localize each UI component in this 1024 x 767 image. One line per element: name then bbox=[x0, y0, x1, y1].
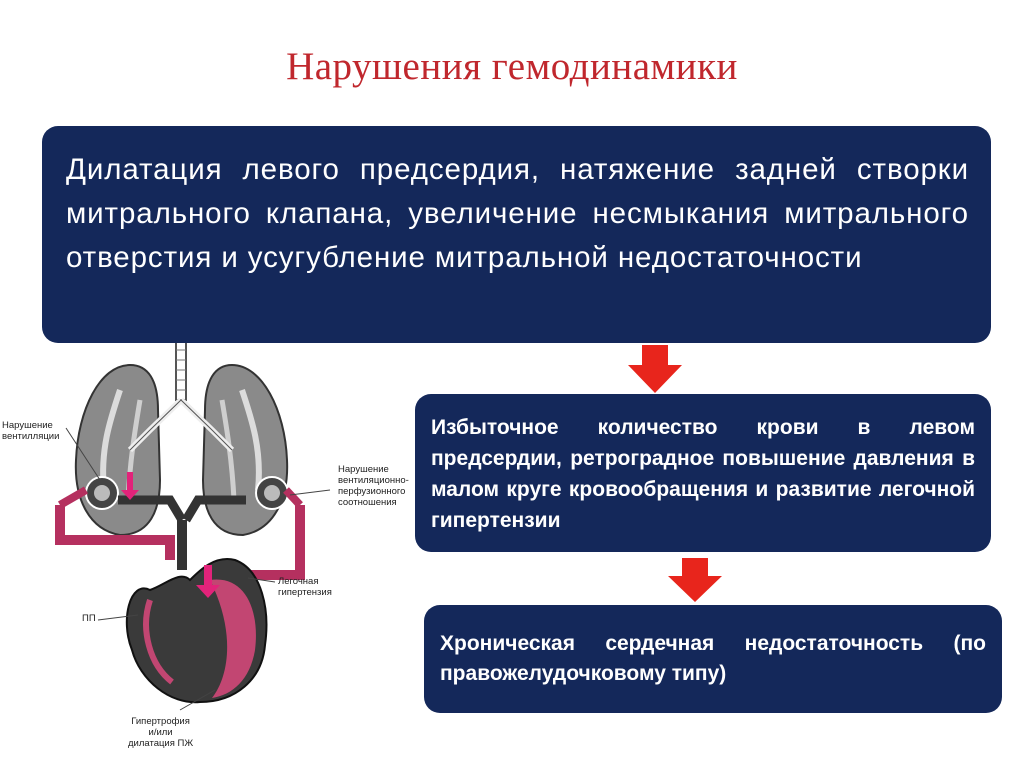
label-ventilation: Нарушение вентилляции bbox=[2, 420, 60, 442]
bottom-info-box: Хроническая сердечная недостаточность (п… bbox=[424, 605, 1002, 713]
heart-lungs-illustration bbox=[55, 339, 331, 711]
label-rv: Гипертрофия и/или дилатация ПЖ bbox=[128, 716, 194, 749]
middle-info-box: Избыточное количество крови в левом пред… bbox=[415, 394, 991, 552]
down-arrow-icon bbox=[668, 558, 722, 602]
top-info-box: Дилатация левого предсердия, натяжение з… bbox=[42, 126, 991, 343]
slide-title: Нарушения гемодинамики bbox=[286, 45, 738, 88]
label-hypertension: Легочная гипертензия bbox=[278, 576, 332, 598]
label-ra: ПП bbox=[82, 613, 96, 624]
label-perfusion: Нарушение вентиляционно- перфузионного с… bbox=[338, 464, 409, 508]
down-arrow-icon bbox=[628, 345, 682, 393]
